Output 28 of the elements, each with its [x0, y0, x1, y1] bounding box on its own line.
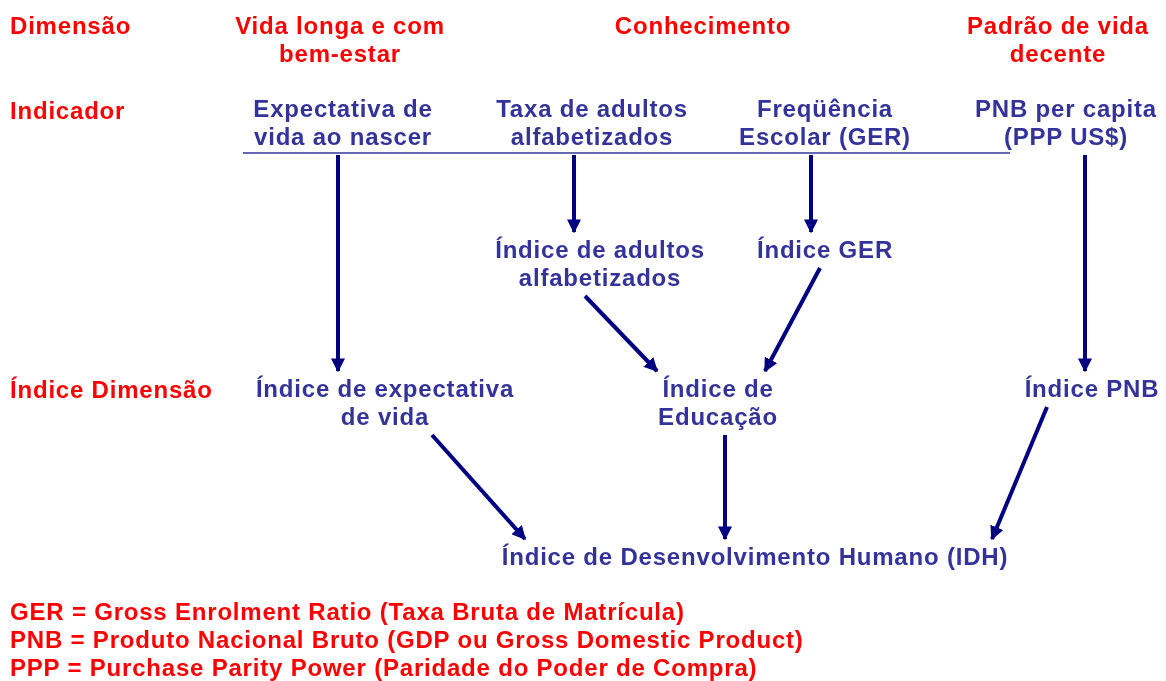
- arrow: [331, 155, 345, 373]
- row-heading: Vida longa e com bem-estar: [234, 12, 446, 68]
- row-heading: Padrão de vida decente: [966, 12, 1150, 68]
- row-heading: Indicador: [10, 97, 126, 125]
- indicator-text: Índice de Educação: [643, 375, 793, 431]
- arrow: [804, 155, 818, 234]
- indicator-text: Índice de Desenvolvimento Humano (IDH): [455, 543, 1055, 571]
- row-heading: Conhecimento: [613, 12, 793, 40]
- footnote: GER = Gross Enrolment Ratio (Taxa Bruta de Matrícula): [10, 598, 685, 626]
- indicator-text: PNB per capita (PPP US$): [967, 95, 1165, 151]
- indicator-text: Índice PNB: [1019, 375, 1165, 403]
- arrow: [990, 406, 1049, 541]
- row-heading: Índice Dimensão: [10, 376, 213, 404]
- arrow: [718, 435, 732, 541]
- indicator-text: Expectativa de vida ao nascer: [240, 95, 446, 151]
- indicator-text: Índice GER: [737, 236, 913, 264]
- arrow: [567, 155, 581, 234]
- indicator-text: Índice de expectativa de vida: [242, 375, 528, 431]
- footnote: PPP = Purchase Parity Power (Paridade do Poder de Compra): [10, 654, 758, 681]
- row-heading: Dimensão: [10, 12, 132, 40]
- indicator-text: Taxa de adultos alfabetizados: [479, 95, 705, 151]
- footnote: PNB = Produto Nacional Bruto (GDP ou Gross Domestic Product): [10, 626, 804, 654]
- arrow: [763, 267, 822, 373]
- arrow: [1078, 155, 1092, 373]
- indicator-text: Freqüência Escolar (GER): [725, 95, 925, 151]
- arrow: [430, 433, 527, 541]
- arrow: [583, 294, 659, 373]
- indicator-text: Índice de adultos alfabetizados: [482, 236, 718, 292]
